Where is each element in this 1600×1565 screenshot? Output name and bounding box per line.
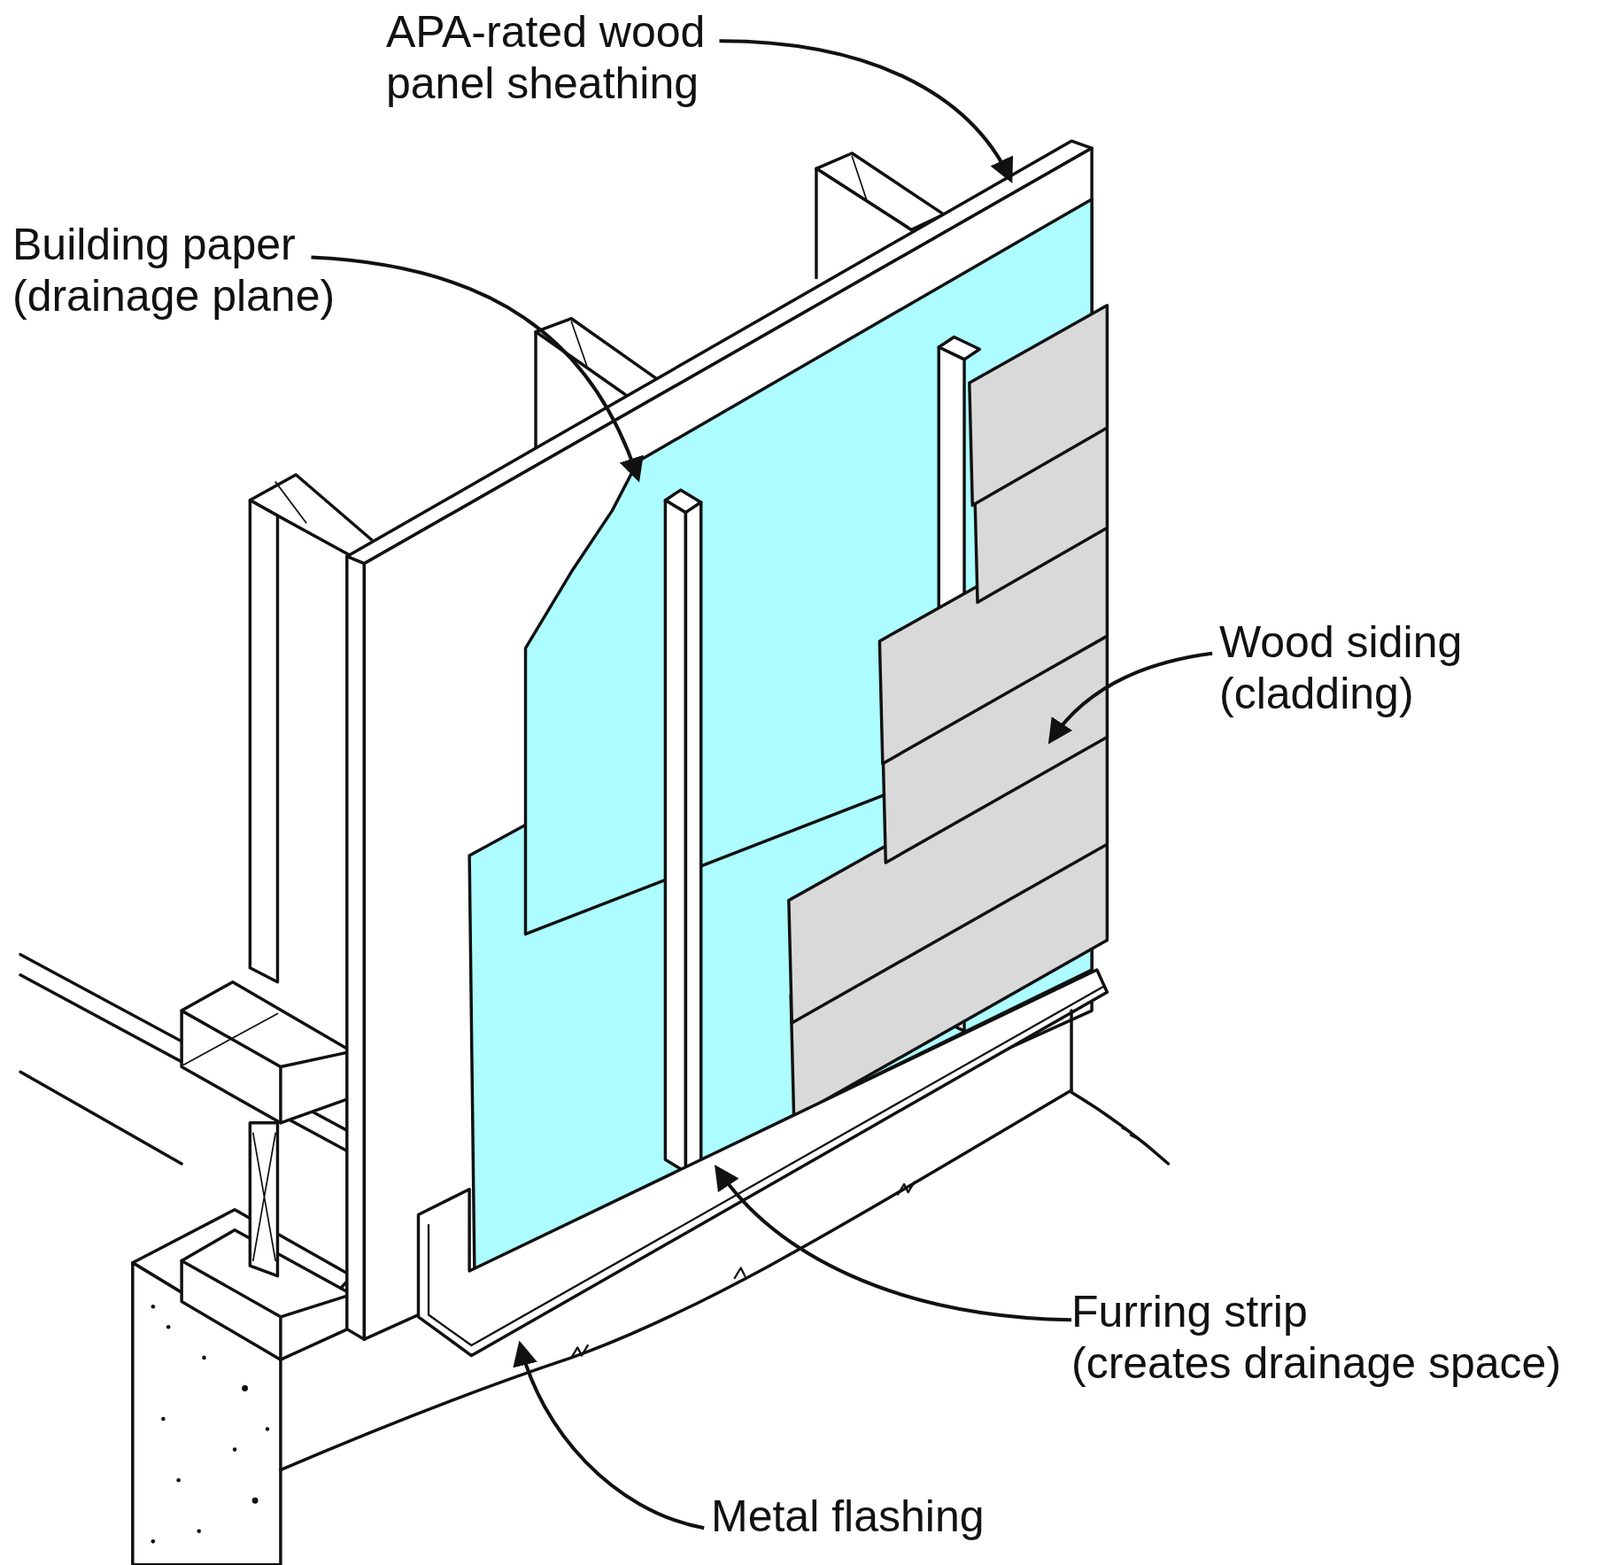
ground-hatch: [571, 1128, 1139, 1358]
callout-label: Furring strip (creates drainage space): [1071, 1286, 1590, 1389]
stud-top: [535, 318, 658, 397]
ground-line: [280, 1089, 1072, 1470]
stud: [249, 500, 278, 982]
flashing-edge: [428, 985, 1105, 1345]
sheathing-edge: [347, 556, 365, 1339]
leader-arrow: [520, 1344, 704, 1528]
callout-label: APA-rated wood panel sheathing: [386, 7, 758, 109]
layout-spacer: [1337, 1286, 1590, 1338]
callout-text: Furring strip (creates drainage space): [1071, 1286, 1562, 1388]
cut-mark: [819, 155, 908, 227]
callout-text: APA-rated wood panel sheathing: [386, 7, 705, 109]
metal-flashing: [417, 969, 1107, 1356]
stud-edge: [533, 332, 537, 460]
sill-edge: [181, 1259, 352, 1360]
rim-joist: [181, 981, 352, 1123]
callout-label: Wood siding (cladding): [1219, 617, 1512, 719]
leader-arrow: [310, 257, 638, 479]
floor-line: [20, 974, 353, 1154]
cut-mark: [183, 1012, 278, 1065]
callout-label: Metal flashing: [711, 1491, 1066, 1543]
callout-label: Building paper (drainage plane): [12, 219, 367, 322]
ground-line: [1071, 1010, 1168, 1164]
rim-edge: [181, 1010, 352, 1123]
furring-strip: [664, 500, 686, 1172]
callout-text: Building paper (drainage plane): [12, 219, 335, 321]
floor-line: [20, 1071, 182, 1164]
leader-arrow: [1051, 653, 1213, 741]
furring-strip: [685, 502, 701, 1172]
leader-arrow: [718, 40, 1010, 179]
floor-line: [20, 954, 353, 1134]
stud-top: [816, 153, 944, 230]
callout-text: Wood siding (cladding): [1219, 617, 1462, 719]
cut-mark: [253, 1132, 276, 1260]
callout-text: Metal flashing: [711, 1491, 985, 1541]
stud: [249, 1122, 278, 1276]
stud-edge: [814, 168, 818, 278]
cut-mark: [538, 321, 625, 394]
leader-arrow: [717, 1168, 1072, 1321]
